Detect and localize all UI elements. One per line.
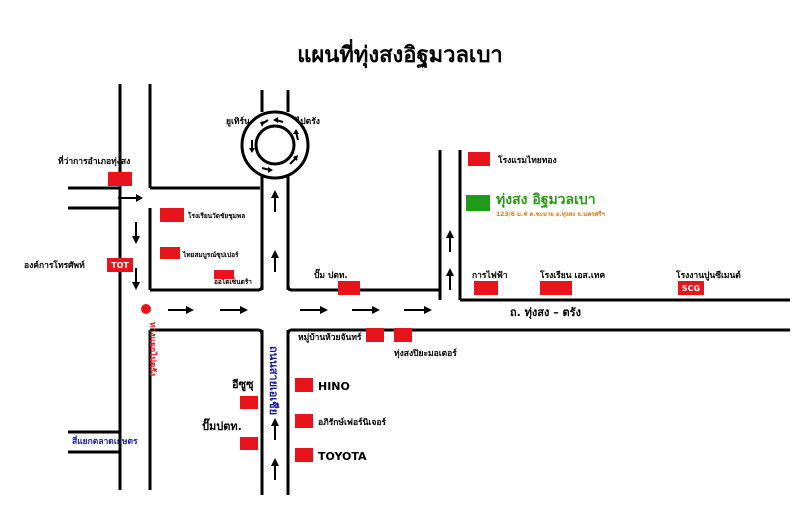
- electric-label: การไฟฟ้า: [472, 270, 508, 281]
- district-office-marker: [108, 172, 132, 186]
- to-trang-label: ไปตรัง: [295, 116, 320, 127]
- bottom-road-label: สี่แยกตลาดเกษตร: [72, 434, 138, 447]
- ptt-bottom-marker: [240, 437, 258, 450]
- destination-address: 123/6 ม.4 ต.ชะมาย อ.ทุ่งสง จ.นครศรีฯ: [496, 210, 605, 218]
- toyota-marker: [295, 448, 313, 462]
- small-shop-label: ออโตเซ็นตร้า: [214, 277, 252, 286]
- ptt-top-marker: [338, 281, 360, 295]
- wat-school-marker: [160, 208, 184, 222]
- electric-marker: [474, 281, 498, 295]
- main-road-label: ถ. ทุ่งสง – ตรัง: [510, 306, 581, 320]
- tech-school-marker: [540, 281, 572, 295]
- tot-badge-text: TOT: [111, 261, 129, 270]
- cement-label: โรงงานปูนซีเมนต์: [675, 270, 741, 281]
- thai-temple-label: ไทยสมบูรณ์ซุปเปอร์: [182, 250, 239, 260]
- scg-badge-text: SCG: [682, 284, 700, 293]
- hotel-marker: [468, 152, 490, 166]
- motor-marker: [394, 328, 412, 342]
- village-label: หมู่บ้านห้วยจันทร์: [298, 332, 362, 343]
- thai-temple-marker: [160, 247, 180, 259]
- hino-label: HINO: [318, 380, 350, 393]
- wat-school-label: โรงเรียนวัดชัยชุมพล: [187, 211, 245, 220]
- roundabout-arrows: [249, 117, 299, 173]
- isuzu-marker: [240, 396, 258, 409]
- small-shop-marker: [214, 270, 234, 279]
- tech-school-label: โรงเรียน เอส.เทค: [539, 270, 605, 281]
- district-office-label: ที่ว่าการอำเภอทุ่งสง: [58, 154, 130, 167]
- tot-office-label: องค์การโทรศัพท์: [24, 260, 85, 271]
- uturn-label: ยูเทิร์น: [226, 116, 250, 127]
- destination-name: ทุ่งสง อิฐมวลเบา: [496, 192, 596, 209]
- tot-badge: [107, 258, 133, 272]
- hotel-label: โรงแรมไทยทอง: [497, 155, 557, 166]
- map-title: แผนที่ทุ่งสงอิฐมวลเบา: [297, 38, 503, 69]
- village-marker: [366, 328, 384, 342]
- left-road-label: ทางแยกไปตรัง: [147, 322, 158, 376]
- road-network: [68, 84, 790, 495]
- isuzu-label: อีซูซุ: [232, 378, 254, 392]
- furniture-label: อภิรักษ์เฟอร์นิเจอร์: [318, 417, 386, 428]
- scg-badge: [678, 281, 704, 295]
- hino-marker: [295, 378, 313, 392]
- motor-label: ทุ่งสงปิยะมอเตอร์: [394, 348, 457, 359]
- ptt-bottom-label: ปั๊มปตท.: [202, 418, 242, 433]
- direction-arrows: [118, 190, 454, 480]
- furniture-marker: [295, 414, 313, 428]
- ptt-top-label: ปั๊ม ปตท.: [314, 268, 348, 281]
- toyota-label: TOYOTA: [318, 450, 367, 463]
- asia-road-label: ถนนสายเอเชีย: [267, 346, 280, 415]
- trang-junction-marker: [141, 304, 151, 314]
- destination-marker: [466, 195, 490, 211]
